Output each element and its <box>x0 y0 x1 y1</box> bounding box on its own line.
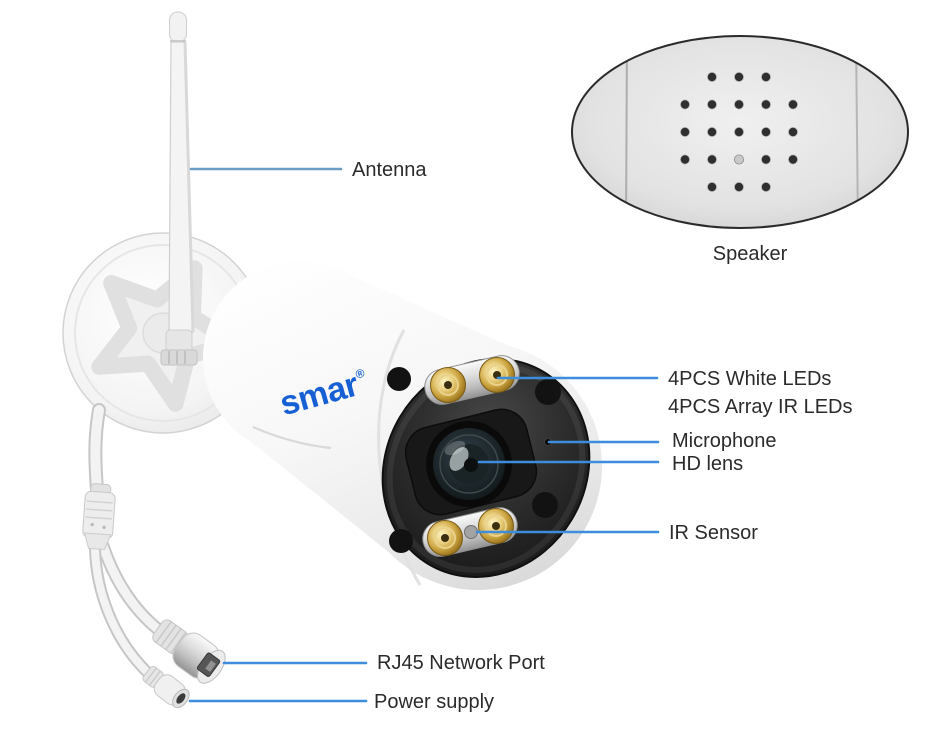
speaker-hole <box>680 127 691 138</box>
speaker-hole <box>680 154 691 165</box>
leds-label: 4PCS White LEDs 4PCS Array IR LEDs <box>668 365 853 421</box>
rj45-collar-ridges <box>155 621 187 654</box>
callout-lines <box>188 167 660 703</box>
speaker-hole <box>707 181 718 192</box>
led-bottom-left-ring <box>434 527 456 549</box>
cable-splitter <box>82 483 116 550</box>
antenna-nut <box>160 349 198 366</box>
main-cable <box>90 405 104 495</box>
speaker-hole <box>761 181 772 192</box>
antenna-hinge <box>165 329 193 353</box>
hd-lens-label: HD lens <box>672 453 744 475</box>
power-jack-hole <box>176 693 186 704</box>
led-bar-bottom <box>422 507 518 557</box>
rj45-cable <box>98 541 165 636</box>
antenna-shading <box>183 41 195 333</box>
power-collar-ridges <box>144 667 161 686</box>
speaker-hole <box>734 181 745 192</box>
speaker-inset-border <box>571 35 909 229</box>
ir-sensor-dot <box>464 525 478 539</box>
speaker-hole <box>761 154 772 165</box>
power-cable <box>91 544 152 677</box>
speaker-hole <box>761 127 772 138</box>
led-top-left-ring <box>437 374 459 396</box>
power-connector <box>142 666 190 709</box>
speaker-hole <box>707 127 718 138</box>
speaker-hole <box>734 99 745 110</box>
speaker-hole <box>761 99 772 110</box>
ir-leds-label: 4PCS Array IR LEDs <box>668 396 853 418</box>
speaker-screw-hole <box>734 154 745 165</box>
screw-hole-top-left <box>387 367 411 391</box>
speaker-panel-edge-right <box>855 36 859 228</box>
rj45-label: RJ45 Network Port <box>377 652 545 674</box>
speaker-holes <box>680 72 799 192</box>
hd-lens <box>426 421 512 507</box>
body-seam <box>252 425 332 450</box>
rj45-jack-tab <box>205 660 216 673</box>
speaker-hole <box>788 99 799 110</box>
lens-reflection <box>449 447 469 471</box>
speaker-hole <box>680 99 691 110</box>
led-bottom-left-core <box>441 534 449 542</box>
screw-hole-bottom-left <box>389 529 413 553</box>
led-bottom-right-core <box>492 522 500 530</box>
pigtail-cables <box>82 403 167 679</box>
lens-highlight <box>444 440 466 456</box>
lens-aperture <box>464 458 478 472</box>
antenna-label: Antenna <box>352 159 427 181</box>
antenna-cap <box>169 11 187 43</box>
screw-hole-top-right <box>535 379 561 405</box>
speaker-hole <box>734 127 745 138</box>
antenna-nut-knurl <box>168 351 186 364</box>
speaker-hole <box>707 99 718 110</box>
led-top-right-ring <box>486 364 508 386</box>
speaker-label: Speaker <box>712 243 788 265</box>
camera-front-face <box>381 355 591 578</box>
power-label: Power supply <box>374 691 495 713</box>
speaker-hole <box>788 127 799 138</box>
speaker-hole <box>707 154 718 165</box>
led-top-left-core <box>444 381 452 389</box>
screw-hole-bottom-right <box>532 492 558 518</box>
speaker-panel-edge-left <box>625 36 628 228</box>
speaker-hole <box>761 72 772 83</box>
speaker-hole <box>707 72 718 83</box>
led-bottom-right-ring <box>485 515 507 537</box>
ir-sensor-label: IR Sensor <box>669 522 758 544</box>
rj45-connector <box>152 619 226 684</box>
lens-ring <box>439 434 499 494</box>
speaker-hole <box>734 72 745 83</box>
white-leds-label: 4PCS White LEDs <box>668 368 832 390</box>
microphone-label: Microphone <box>672 430 777 452</box>
led-bar-top <box>424 355 520 405</box>
speaker-inset <box>571 35 909 229</box>
speaker-hole <box>788 154 799 165</box>
antenna <box>160 11 198 366</box>
